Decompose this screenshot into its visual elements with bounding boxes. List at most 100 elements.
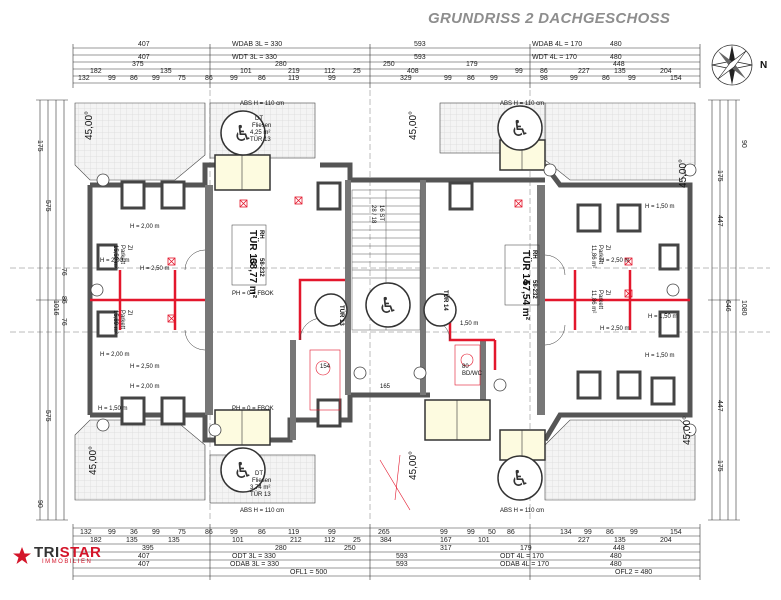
misc-label: 154 xyxy=(320,364,331,370)
room-door: TÜR 13 xyxy=(250,136,271,143)
dimb-r2-2: 135 xyxy=(168,537,180,544)
dimb-r1-10: 265 xyxy=(378,529,390,536)
unit-code: 58-232 xyxy=(531,280,537,299)
dim-wdab4: WDAB 4L = 170 xyxy=(532,41,582,48)
dimb-r1-16: 99 xyxy=(584,529,592,536)
dimb-r2-12: 204 xyxy=(660,537,672,544)
dimb-r5-2: 480 xyxy=(610,553,622,560)
angle-label: 45,00° xyxy=(408,111,419,140)
dimb-r2-9: 101 xyxy=(478,537,490,544)
dim-right-0: 175 xyxy=(716,170,723,182)
dim-right-6: 90 xyxy=(740,140,747,148)
dim-179: 179 xyxy=(466,61,478,68)
dim-top-r2b: 593 xyxy=(414,54,426,61)
dim-odab4: ODAB 4L = 170 xyxy=(500,561,549,568)
height-label: H = 1,50 m xyxy=(645,353,675,359)
room-area: 4,25 m² xyxy=(250,130,270,136)
dim-top-1: 407 xyxy=(138,41,150,48)
dim-112: 112 xyxy=(324,68,335,75)
misc-label: PH = 0 = FBOK xyxy=(232,406,274,412)
abs-label: ABS H = 110 cm xyxy=(240,508,284,514)
red-walls xyxy=(90,270,690,370)
dimb-r2-8: 167 xyxy=(440,537,452,544)
dim-r6-17: 99 xyxy=(628,75,636,82)
dim-wdab3: WDAB 3L = 330 xyxy=(232,41,282,48)
tristar-logo-icon xyxy=(13,547,31,564)
dim-odt3: ODT 3L = 330 xyxy=(232,553,276,560)
dimb-r1-8: 119 xyxy=(288,529,299,536)
room-name: ZI xyxy=(126,310,132,316)
bottom-dimension-chain xyxy=(72,524,701,580)
height-label: H = 1,50 m xyxy=(645,204,675,210)
dimb-r1-5: 86 xyxy=(205,529,213,536)
terraces xyxy=(74,102,696,504)
misc-label: 1,50 m xyxy=(460,321,478,327)
room-floor: Parkett xyxy=(597,245,603,264)
dim-r6-15: 99 xyxy=(570,75,578,82)
smoke-detectors xyxy=(167,196,633,323)
dimb-r1-3: 99 xyxy=(152,529,160,536)
abs-label: ABS H = 110 cm xyxy=(240,101,284,107)
dim-25: 25 xyxy=(353,68,361,75)
height-label: H = 2,00 m xyxy=(100,258,130,264)
wheelchair-icon: ♿ xyxy=(233,122,253,147)
abs-label: ABS H = 110 cm xyxy=(500,101,544,107)
company-logo: TRISTAR IMMOBILIEN xyxy=(12,544,101,565)
dimb-r5b-2: 480 xyxy=(610,561,622,568)
misc-label: 165 xyxy=(380,384,391,390)
dimb-r2-0: 182 xyxy=(90,537,102,544)
dimb-r3-2: 250 xyxy=(344,545,356,552)
angle-label: 45,00° xyxy=(88,446,99,475)
dimb-r5-1: 593 xyxy=(396,553,408,560)
height-label: H = 1,50 m xyxy=(648,314,678,320)
dim-101: 101 xyxy=(240,68,252,75)
angle-label: 45,00° xyxy=(682,416,693,445)
unit-door: TÜR 14 xyxy=(520,250,533,285)
dimb-r1-7: 86 xyxy=(258,529,266,536)
dimb-r2-6: 25 xyxy=(353,537,361,544)
height-label: H = 1,50 m xyxy=(98,406,128,412)
dim-r6-9: 99 xyxy=(328,75,336,82)
wall-fill xyxy=(205,180,545,440)
dim-r6-2: 86 xyxy=(130,75,138,82)
room-door: TÜR 13 xyxy=(250,491,271,498)
dim-odt4: ODT 4L = 170 xyxy=(500,553,544,560)
dim-r6-3: 99 xyxy=(152,75,160,82)
logo-text-a: TRI xyxy=(34,544,60,561)
dimb-r2-10: 227 xyxy=(578,537,590,544)
unit-door: TÜR 13 xyxy=(247,230,260,265)
dim-left-5: 76 xyxy=(60,318,67,326)
dim-r6-16: 86 xyxy=(602,75,610,82)
unit-area: 57,54 m² xyxy=(520,280,531,321)
dim-r6-11: 99 xyxy=(444,75,452,82)
dim-top-r2a: 407 xyxy=(138,54,150,61)
dim-375: 375 xyxy=(132,61,144,68)
dim-left-6: 175 xyxy=(36,140,43,152)
dim-top-r2c: 480 xyxy=(610,54,622,61)
dim-86: 86 xyxy=(540,68,548,75)
dimb-r5b-0: 407 xyxy=(138,561,150,568)
room-area: 15,89 m² xyxy=(112,310,118,334)
room-area: 11,86 m² xyxy=(590,245,596,268)
dimb-r3-0: 395 xyxy=(142,545,154,552)
misc-label: 80 xyxy=(462,364,469,370)
dimb-r1-12: 99 xyxy=(467,529,475,536)
dim-r6-14: 98 xyxy=(540,75,548,82)
dimb-r2-7: 384 xyxy=(380,537,392,544)
dimb-r2-5: 112 xyxy=(324,537,335,544)
wheelchair-icon: ♿ xyxy=(510,467,530,492)
dimb-r1-4: 75 xyxy=(178,529,186,536)
dim-135b: 135 xyxy=(614,68,626,75)
unit-code: 58-232 xyxy=(258,258,264,277)
angle-label: 45,00° xyxy=(408,451,419,480)
dimb-r1-6: 99 xyxy=(230,529,238,536)
height-label: H = 2,50 m xyxy=(600,326,630,332)
dimb-r1-1: 99 xyxy=(108,529,116,536)
height-label: H = 2,50 m xyxy=(140,266,170,272)
dim-r6-5: 86 xyxy=(205,75,213,82)
dimb-r1-11: 99 xyxy=(440,529,448,536)
room-area: 11,86 m² xyxy=(590,290,596,313)
dim-top-2: 593 xyxy=(414,41,426,48)
unit-type: RH xyxy=(531,250,537,259)
